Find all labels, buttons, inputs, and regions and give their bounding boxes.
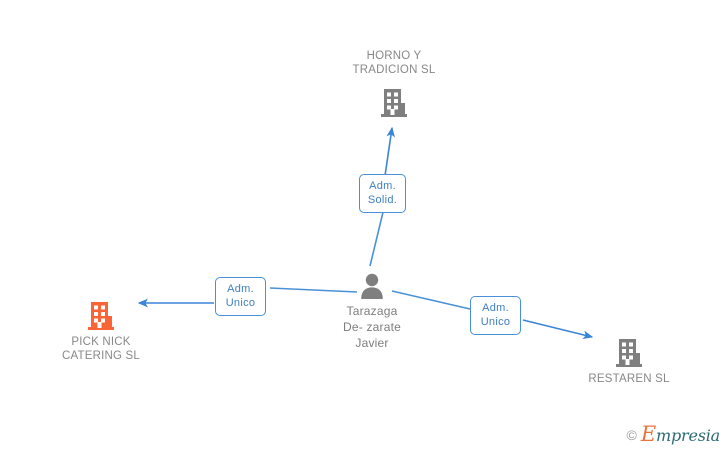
brand-initial: E (640, 422, 656, 446)
node-restaren-sl[interactable]: RESTAREN SL (549, 337, 709, 386)
node-label-horno: HORNO Y TRADICION SL (352, 50, 436, 76)
edge-line-person-solid (369, 207, 385, 267)
edge-line-person-unico-left (269, 287, 358, 293)
building-icon (88, 302, 114, 330)
node-label-restaren: RESTAREN SL (588, 373, 670, 385)
node-person-tarazaga[interactable]: Tarazaga De- zarate Javier (302, 272, 442, 351)
brand-rest: mpresia (656, 426, 720, 445)
building-icon (616, 339, 642, 367)
person-icon (361, 273, 383, 299)
building-icon (381, 89, 407, 117)
node-horno-y-tradicion-sl[interactable]: HORNO Y TRADICION SL (314, 46, 474, 119)
node-pick-nick-catering-sl[interactable]: PICK NICK CATERING SL (21, 300, 181, 363)
node-label-person: Tarazaga De- zarate Javier (342, 304, 402, 350)
edge-line-unico-restaren (522, 319, 594, 340)
copyright-icon: © (626, 427, 637, 443)
watermark-empresia: © Empresia (626, 424, 721, 445)
brand-name: Empresia (641, 424, 720, 445)
edge-line-person-unico-right (391, 290, 471, 310)
edge-label-adm-unico-left[interactable]: Adm. Unico (215, 277, 266, 316)
edge-label-adm-unico-right[interactable]: Adm. Unico (470, 296, 521, 335)
edge-label-adm-solid[interactable]: Adm. Solid. (359, 174, 406, 213)
node-label-pick-nick: PICK NICK CATERING SL (61, 336, 141, 362)
